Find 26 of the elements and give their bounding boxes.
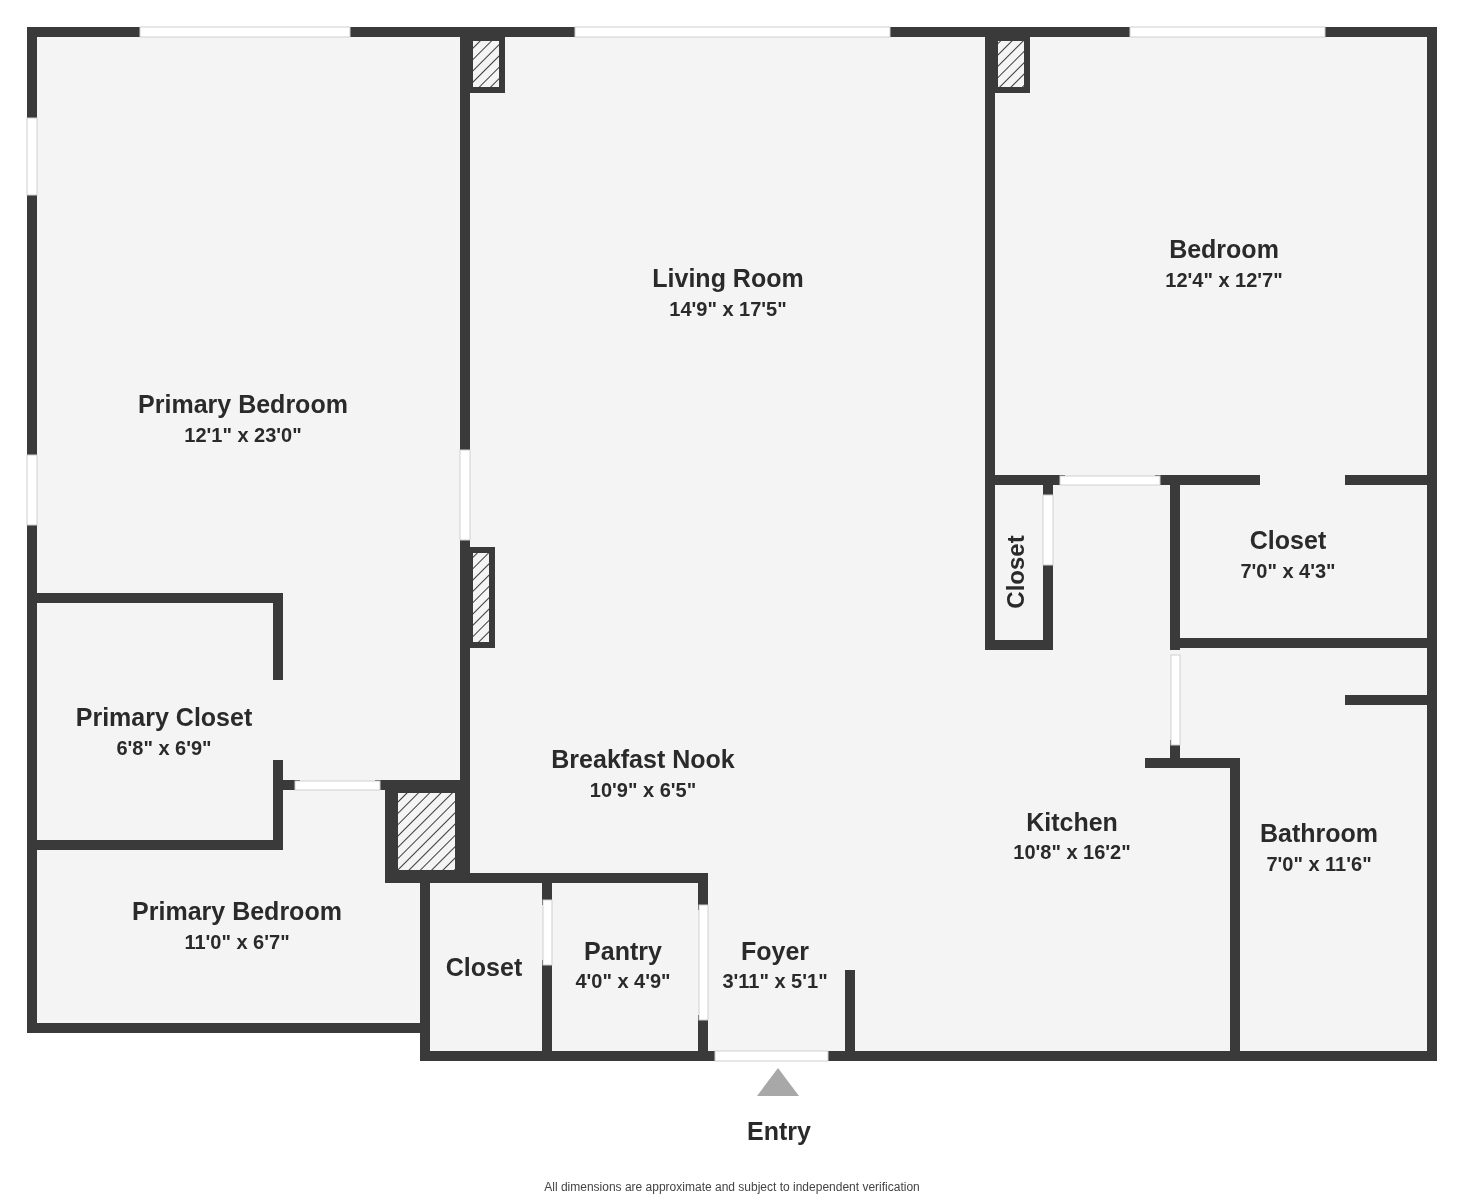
room-dimensions: 4'0" x 4'9" bbox=[575, 971, 671, 991]
room-name: Bathroom bbox=[1259, 820, 1379, 846]
room-dimensions: 6'8" x 6'9" bbox=[116, 738, 212, 758]
room-dimensions: 12'1" x 23'0" bbox=[184, 425, 302, 445]
room-dimensions: 14'9" x 17'5" bbox=[669, 299, 787, 319]
room-name: Foyer bbox=[740, 938, 810, 964]
room-dimensions: 10'9" x 6'5" bbox=[589, 780, 697, 800]
room-dimensions: 11'0" x 6'7" bbox=[184, 932, 290, 952]
entry-label: Entry bbox=[747, 1118, 811, 1144]
room-dimensions: 7'0" x 11'6" bbox=[1266, 854, 1372, 874]
room-name: Kitchen bbox=[1026, 809, 1118, 835]
room-dimensions: 12'4" x 12'7" bbox=[1165, 270, 1283, 290]
room-dimensions: 3'11" x 5'1" bbox=[722, 971, 828, 991]
room-name: Closet bbox=[1004, 535, 1028, 609]
room-name: Living Room bbox=[652, 265, 804, 291]
room-name: Bedroom bbox=[1169, 236, 1279, 262]
room-name: Breakfast Nook bbox=[551, 746, 735, 772]
room-name: Closet bbox=[1249, 527, 1327, 553]
room-name: Primary Bedroom bbox=[132, 898, 342, 924]
room-dimensions: 7'0" x 4'3" bbox=[1240, 561, 1336, 581]
room-dimensions: 10'8" x 16'2" bbox=[1013, 842, 1131, 862]
room-name: Closet bbox=[445, 954, 523, 980]
room-name: Primary Bedroom bbox=[138, 391, 348, 417]
room-name: Pantry bbox=[584, 938, 662, 964]
room-name: Primary Closet bbox=[75, 704, 253, 730]
disclaimer-note: All dimensions are approximate and subject to independent verification bbox=[544, 1181, 920, 1193]
